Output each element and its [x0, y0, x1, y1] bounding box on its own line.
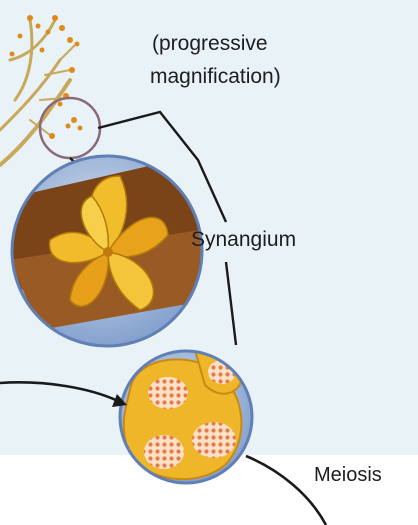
- synangium-label: Synangium: [191, 227, 296, 253]
- caption-line-1: (progressive: [152, 31, 268, 57]
- caption-line-2: magnification): [150, 64, 281, 90]
- meiosis-label: Meiosis: [314, 462, 382, 488]
